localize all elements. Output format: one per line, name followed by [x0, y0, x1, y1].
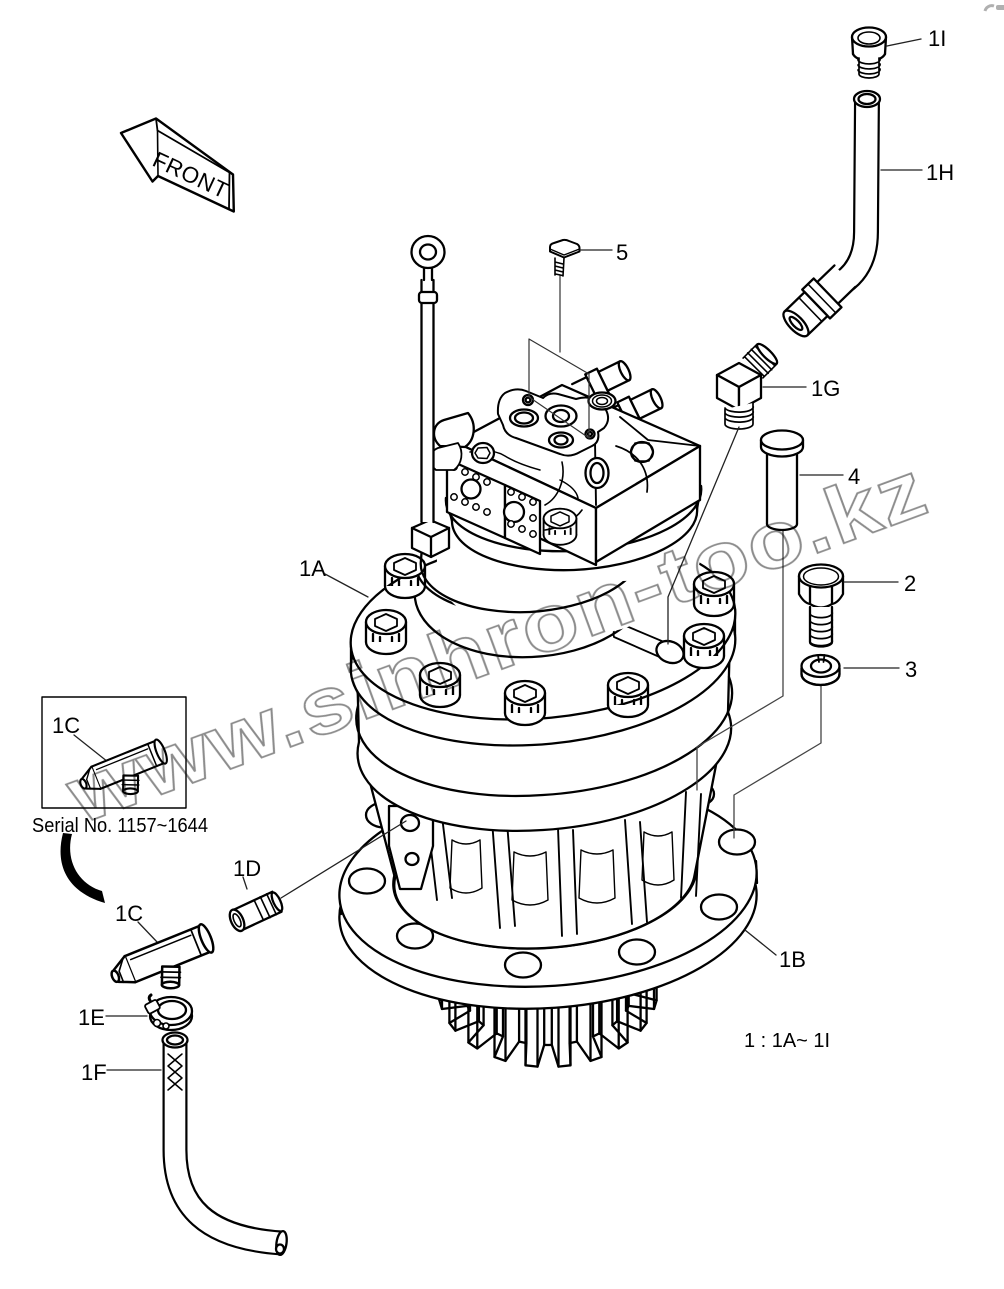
svg-text:5: 5 [616, 240, 628, 265]
svg-text:1H: 1H [926, 160, 954, 185]
svg-text:4: 4 [848, 464, 860, 489]
svg-text:1A: 1A [299, 556, 326, 581]
svg-text:1D: 1D [233, 856, 261, 881]
svg-text:1C: 1C [115, 901, 143, 926]
svg-text:1G: 1G [811, 376, 840, 401]
svg-text:2: 2 [904, 571, 916, 596]
svg-text:1 : 1A~ 1I: 1 : 1A~ 1I [744, 1030, 830, 1052]
svg-text:3: 3 [905, 657, 917, 682]
svg-text:1I: 1I [928, 26, 946, 51]
svg-text:Serial No. 1157~1644: Serial No. 1157~1644 [32, 815, 208, 837]
svg-text:1E: 1E [78, 1005, 105, 1030]
svg-text:1B: 1B [779, 947, 806, 972]
svg-text:1C: 1C [52, 713, 80, 738]
svg-text:1F: 1F [81, 1060, 107, 1085]
